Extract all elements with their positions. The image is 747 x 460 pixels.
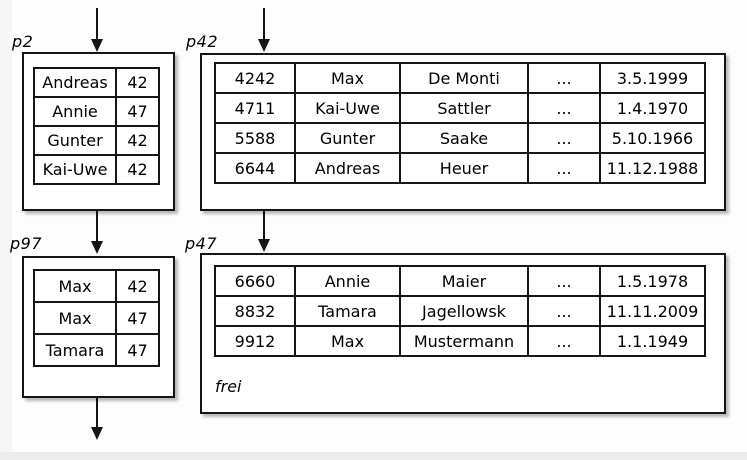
cell-ellipsis: ... (527, 295, 601, 327)
cell-firstname: Kai-Uwe (294, 92, 401, 124)
table-row: 6660 Annie Maier ... 1.5.1978 (214, 265, 706, 297)
cell-birthdate: 11.12.1988 (599, 152, 706, 184)
page-label-p97: p97 (10, 234, 43, 253)
index-table-p97: Max 42 Max 47 Tamara 47 (33, 269, 160, 367)
table-row: Tamara 47 (33, 333, 160, 367)
cell-name: Annie (33, 96, 117, 127)
cell-firstname: Max (294, 62, 401, 94)
cell-name: Andreas (33, 67, 117, 98)
table-row: Max 47 (33, 301, 160, 335)
table-row: Max 42 (33, 269, 160, 303)
table-row: 5588 Gunter Saake ... 5.10.1966 (214, 122, 706, 154)
page-label-p47: p47 (185, 234, 218, 253)
cell-id: 9912 (214, 325, 296, 357)
table-row: Annie 47 (33, 96, 160, 127)
table-row: Andreas 42 (33, 67, 160, 98)
table-row: 8832 Tamara Jagellowsk ... 11.11.2009 (214, 295, 706, 327)
cell-id: 6644 (214, 152, 296, 184)
cell-id: 8832 (214, 295, 296, 327)
cell-key: 42 (115, 154, 160, 185)
cell-lastname: Sattler (399, 92, 529, 124)
table-row: Gunter 42 (33, 125, 160, 156)
cell-id: 6660 (214, 265, 296, 297)
arrow-shaft (263, 210, 265, 241)
cell-ellipsis: ... (527, 152, 601, 184)
arrow-into-p2 (91, 8, 103, 52)
cell-lastname: Jagellowsk (399, 295, 529, 327)
cell-firstname: Annie (294, 265, 401, 297)
arrow-p2-to-p97 (91, 211, 103, 254)
cell-name: Tamara (33, 333, 117, 367)
table-row: 4242 Max De Monti ... 3.5.1999 (214, 62, 706, 94)
cell-ellipsis: ... (527, 325, 601, 357)
cell-birthdate: 1.1.1949 (599, 325, 706, 357)
arrow-p42-to-p47 (258, 210, 270, 252)
cell-ellipsis: ... (527, 265, 601, 297)
left-gutter (0, 0, 12, 460)
arrow-down-icon (258, 39, 270, 52)
cell-firstname: Gunter (294, 122, 401, 154)
arrow-down-icon (91, 241, 103, 254)
table-row: 6644 Andreas Heuer ... 11.12.1988 (214, 152, 706, 184)
cell-ellipsis: ... (527, 92, 601, 124)
cell-name: Kai-Uwe (33, 154, 117, 185)
free-space-label: frei (215, 377, 242, 396)
table-row: Kai-Uwe 42 (33, 154, 160, 185)
arrow-shaft (96, 8, 98, 41)
arrow-shaft (96, 398, 98, 429)
cell-birthdate: 11.11.2009 (599, 295, 706, 327)
cell-birthdate: 5.10.1966 (599, 122, 706, 154)
cell-key: 42 (115, 125, 160, 156)
arrow-into-p42 (258, 8, 270, 52)
cell-lastname: Heuer (399, 152, 529, 184)
cell-name: Gunter (33, 125, 117, 156)
cell-id: 4711 (214, 92, 296, 124)
arrow-shaft (96, 211, 98, 243)
index-table-p2: Andreas 42 Annie 47 Gunter 42 Kai-Uwe 42 (33, 67, 160, 185)
arrow-shaft (263, 8, 265, 41)
page-box-p97: Max 42 Max 47 Tamara 47 (22, 256, 175, 398)
cell-id: 5588 (214, 122, 296, 154)
cell-lastname: De Monti (399, 62, 529, 94)
cell-name: Max (33, 301, 117, 335)
cell-ellipsis: ... (527, 122, 601, 154)
cell-key: 47 (115, 96, 160, 127)
bottom-strip (0, 452, 747, 460)
page-label-p2: p2 (12, 32, 34, 51)
arrow-down-icon (258, 239, 270, 252)
arrow-down-icon (91, 39, 103, 52)
cell-key: 47 (115, 301, 160, 335)
table-row: 4711 Kai-Uwe Sattler ... 1.4.1970 (214, 92, 706, 124)
cell-lastname: Maier (399, 265, 529, 297)
cell-lastname: Saake (399, 122, 529, 154)
cell-key: 42 (115, 269, 160, 303)
page-box-p42: 4242 Max De Monti ... 3.5.1999 4711 Kai-… (200, 53, 726, 211)
cell-birthdate: 1.5.1978 (599, 265, 706, 297)
arrow-down-icon (91, 427, 103, 440)
cell-id: 4242 (214, 62, 296, 94)
cell-firstname: Andreas (294, 152, 401, 184)
data-table-p47: 6660 Annie Maier ... 1.5.1978 8832 Tamar… (214, 265, 706, 357)
cell-key: 47 (115, 333, 160, 367)
page-box-p47: 6660 Annie Maier ... 1.5.1978 8832 Tamar… (200, 253, 726, 414)
table-row: 9912 Max Mustermann ... 1.1.1949 (214, 325, 706, 357)
cell-birthdate: 1.4.1970 (599, 92, 706, 124)
page-label-p42: p42 (186, 32, 219, 51)
cell-ellipsis: ... (527, 62, 601, 94)
cell-firstname: Max (294, 325, 401, 357)
cell-lastname: Mustermann (399, 325, 529, 357)
cell-key: 42 (115, 67, 160, 98)
data-table-p42: 4242 Max De Monti ... 3.5.1999 4711 Kai-… (214, 62, 706, 184)
cell-name: Max (33, 269, 117, 303)
page-box-p2: Andreas 42 Annie 47 Gunter 42 Kai-Uwe 42 (22, 52, 175, 211)
arrow-p97-out (91, 398, 103, 440)
cell-birthdate: 3.5.1999 (599, 62, 706, 94)
cell-firstname: Tamara (294, 295, 401, 327)
